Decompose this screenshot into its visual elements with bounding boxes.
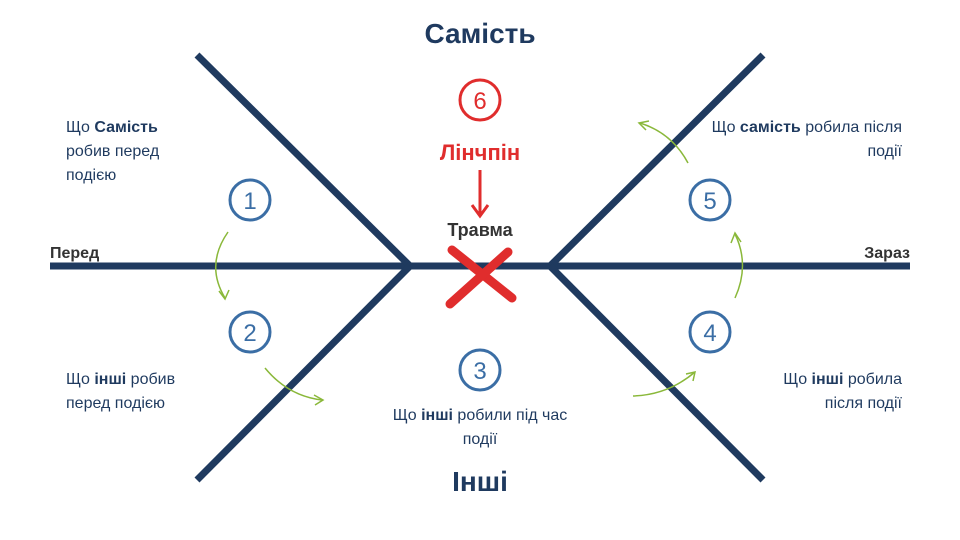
arrow-5-out-head-icon: [637, 120, 650, 131]
arrow-3-to-4-head-icon: [685, 371, 696, 382]
arrow-3-to-4-icon: [632, 371, 696, 397]
upper-right-diagonal: [547, 52, 766, 269]
arrow-1-to-2-head-icon: [218, 289, 230, 301]
others-title: Інші: [452, 466, 508, 497]
node-4-number: 4: [703, 320, 716, 347]
node-5-number: 5: [703, 188, 716, 215]
arrow-4-to-5-icon: [734, 233, 744, 299]
upper-left-diagonal: [194, 52, 413, 269]
lynchpin-label: Лінчпін: [439, 140, 521, 165]
arrow-4-to-5-head-icon: [730, 231, 742, 244]
lynchpin-number: 6: [473, 88, 486, 115]
lynchpin-circle: [458, 78, 502, 122]
trauma-label: Травма: [447, 220, 513, 240]
node-3-number: 3: [473, 358, 486, 385]
axis-now-label: Зараз: [864, 245, 910, 262]
node-1: 1: [228, 178, 272, 222]
node-2-number: 2: [243, 320, 256, 347]
self-after-text: Що самість робила після події: [711, 119, 902, 160]
node-2: 2: [228, 310, 272, 354]
others-before-text: Що інші робив перед подією: [66, 371, 176, 412]
trauma-cross-icon: [445, 245, 517, 309]
lynchpin-arrow-icon: [470, 170, 490, 219]
arrow-1-to-2-icon: [214, 231, 229, 299]
node-5: 5: [688, 178, 732, 222]
others-during-text: Що інші робили під час події: [392, 407, 568, 448]
lower-left-diagonal: [194, 263, 413, 483]
self-before-text: Що Самість робив перед подією: [66, 119, 160, 184]
arrow-2-to-3-head-icon: [313, 394, 325, 406]
node-3: 3: [458, 348, 502, 392]
axis-before-label: Перед: [50, 245, 100, 262]
lower-right-diagonal: [547, 263, 766, 483]
node-1-number: 1: [243, 188, 256, 215]
arrow-5-out-icon: [639, 122, 689, 164]
arrow-2-to-3-icon: [264, 367, 323, 401]
node-4: 4: [688, 310, 732, 354]
others-after-text: Що інші робила після події: [783, 371, 902, 412]
self-title: Самість: [424, 18, 536, 49]
